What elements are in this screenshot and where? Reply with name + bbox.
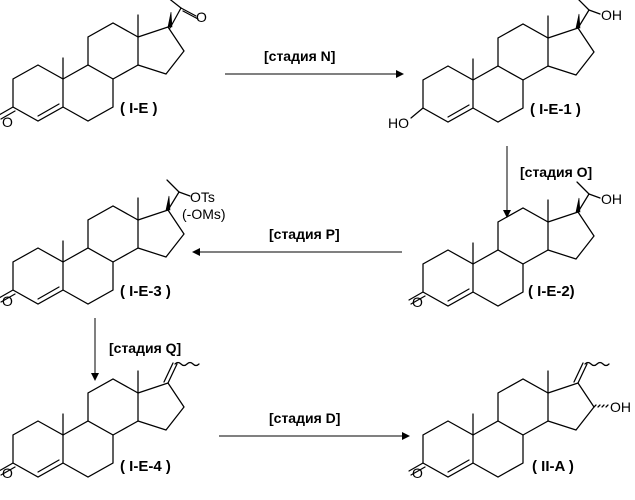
stage-q-label: [стадия Q] <box>109 340 181 356</box>
ie3-keto-oxygen: O <box>2 293 13 309</box>
iia-keto-oxygen: O <box>412 465 423 481</box>
compound-ie3: OTs (-OMs) O ( I-E-3 ) <box>0 180 226 309</box>
stage-p-label: [стадия P] <box>269 226 340 242</box>
compound-ie1: HO OH ( I-E-1 ) <box>388 0 622 131</box>
arrow-stage-q: [стадия Q] <box>91 318 181 381</box>
compound-iia: OH O ( II-A ) <box>409 363 631 482</box>
ie3-mesylate-alt: (-OMs) <box>182 206 226 222</box>
ie4-label: ( I-E-4 ) <box>120 458 171 475</box>
ie4-keto-oxygen: O <box>2 465 13 481</box>
ie-carbonyl-oxygen: O <box>196 9 207 25</box>
compound-ie2: OH O ( I-E-2) <box>409 182 622 310</box>
compound-ie: O O ( I-E ) <box>0 0 207 130</box>
compound-ie4: O ( I-E-4 ) <box>0 363 199 482</box>
arrow-stage-n: [стадия N] <box>225 48 404 78</box>
ie-keto-oxygen: O <box>2 114 13 130</box>
ie3-label: ( I-E-3 ) <box>120 283 171 300</box>
stage-o-label: [стадия O] <box>520 164 592 180</box>
ie3-tosylate: OTs <box>190 189 215 205</box>
arrow-stage-d: [стадия D] <box>219 410 410 440</box>
iia-hydroxy-16: OH <box>610 399 631 415</box>
ie-label: ( I-E ) <box>120 100 158 117</box>
iia-label: ( II-A ) <box>532 458 574 475</box>
ie2-keto-oxygen: O <box>412 294 423 310</box>
arrow-stage-p: [стадия P] <box>192 226 402 256</box>
ie2-label: ( I-E-2) <box>528 283 575 300</box>
stage-n-label: [стадия N] <box>264 48 335 64</box>
stage-d-label: [стадия D] <box>269 410 340 426</box>
ie1-sidechain-oh: OH <box>601 7 622 23</box>
ie2-sidechain-oh: OH <box>601 191 622 207</box>
ie1-hydroxy-3: HO <box>388 115 409 131</box>
ie1-label: ( I-E-1 ) <box>530 101 581 118</box>
